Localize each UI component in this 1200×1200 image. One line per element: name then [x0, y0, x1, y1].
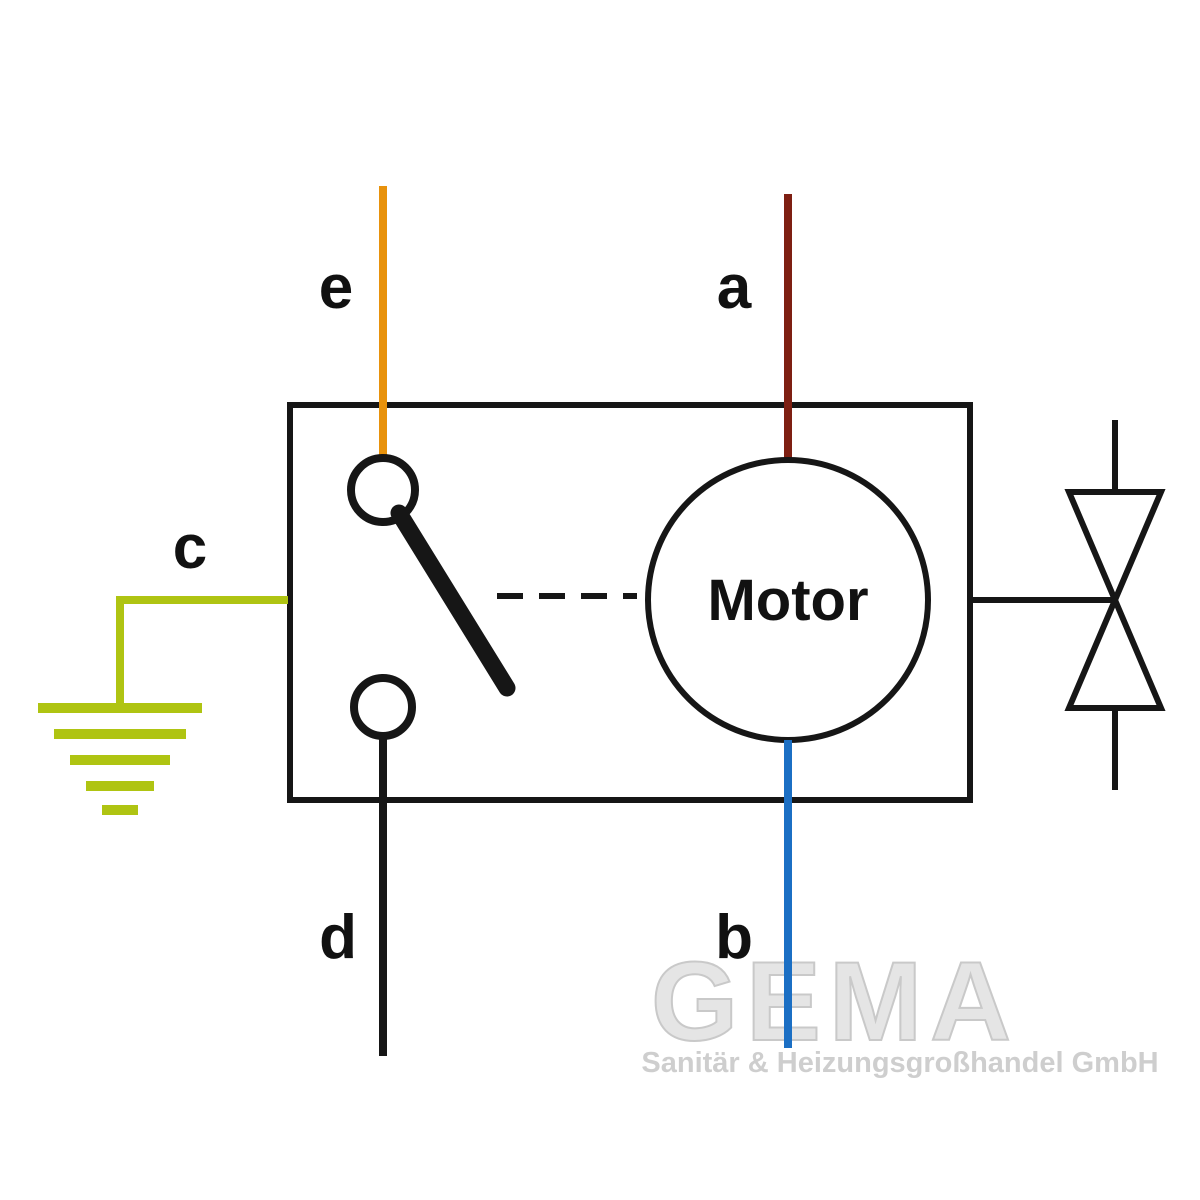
valve-symbol [970, 420, 1166, 790]
wire-c [116, 596, 288, 704]
watermark-brand-text: GEMA [651, 939, 1019, 1064]
terminal-label-d: d [319, 903, 357, 972]
motor-label: Motor [707, 568, 868, 633]
valve-top-triangle [1064, 489, 1166, 608]
terminal-label-e: e [319, 253, 353, 322]
ground-symbol [38, 703, 202, 815]
terminal-label-c: c [173, 513, 207, 582]
watermark-subtitle-text: Sanitär & Heizungsgroßhandel GmbH [641, 1047, 1158, 1079]
watermark: GEMA Sanitär & Heizungsgroßhandel GmbH [641, 938, 1158, 1079]
terminal-label-a: a [717, 253, 752, 322]
switch-contact-bottom [350, 674, 416, 740]
motor-symbol: Motor [645, 457, 931, 743]
terminal-label-b: b [715, 903, 753, 972]
switch-lever [390, 504, 516, 697]
switch-symbol [347, 454, 637, 740]
valve-bottom-triangle [1064, 592, 1166, 711]
